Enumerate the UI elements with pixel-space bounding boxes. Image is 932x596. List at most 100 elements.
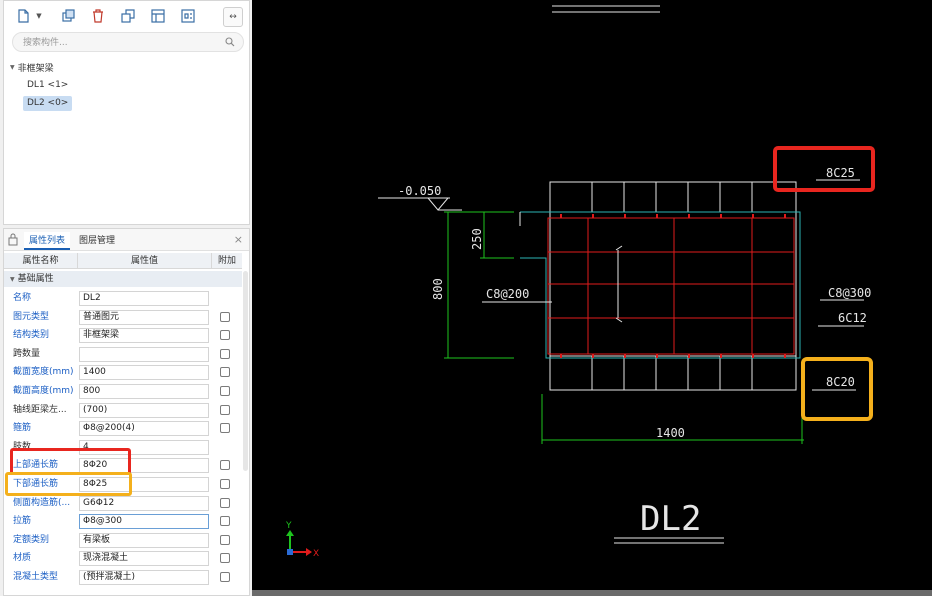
property-value-field[interactable]: 4 (79, 439, 209, 455)
close-icon[interactable]: × (233, 233, 243, 246)
property-value-field[interactable]: (预拌混凝土) (79, 570, 209, 585)
property-row[interactable]: 结构类别 非框架梁 (4, 326, 242, 345)
property-name: 混凝土类型 (13, 572, 59, 582)
side-bar-label: 6C12 (838, 311, 867, 325)
elevation-text: -0.050 (398, 184, 441, 198)
status-strip (252, 590, 932, 596)
property-row[interactable]: 截面宽度(mm) 1400 (4, 363, 242, 382)
property-row[interactable]: 侧面构造筋(... G6Φ12 (4, 494, 242, 513)
property-name: 定额类别 (13, 534, 50, 545)
attach-checkbox[interactable] (220, 572, 230, 582)
property-row[interactable]: 拉筋 Φ8@300 (4, 512, 242, 531)
dimension-250: 250 (470, 228, 484, 250)
tree-item-dl2[interactable]: DL2 <0> (23, 96, 73, 111)
label-leaders (482, 179, 864, 391)
attach-checkbox[interactable] (220, 553, 230, 564)
property-row[interactable]: 截面高度(mm) 800 (4, 382, 242, 401)
pin-icon[interactable] (8, 233, 18, 246)
cad-canvas[interactable]: -0.050 (252, 0, 932, 590)
chevron-down-icon[interactable]: ▼ (36, 12, 42, 20)
property-value-field[interactable]: Φ8@200(4) (79, 421, 209, 437)
group-label: 基础属性 (17, 274, 54, 284)
property-name: 截面高度(mm) (13, 386, 74, 396)
delete-button[interactable] (87, 5, 109, 27)
duplicate-button[interactable] (117, 5, 139, 27)
attach-checkbox[interactable] (220, 479, 230, 489)
table-header: 属性名称 属性值 附加 (4, 253, 242, 269)
property-name: 结构类别 (13, 330, 50, 341)
property-value-field[interactable]: 非框架梁 (79, 328, 209, 344)
group-basic-properties[interactable]: ▼基础属性 (4, 271, 242, 287)
property-name: 侧面构造筋(... (13, 497, 71, 508)
property-value-field[interactable]: 8Φ20 (79, 458, 209, 474)
axis-x-label: X (313, 549, 319, 559)
new-button[interactable] (12, 5, 34, 27)
tab-layer-management[interactable]: 图层管理 (79, 236, 116, 246)
collapse-arrow-icon[interactable]: ▼ (10, 276, 15, 283)
rebar-dots (560, 214, 786, 358)
attach-checkbox[interactable] (220, 330, 230, 341)
search-icon[interactable] (225, 37, 235, 47)
collapse-button[interactable]: ↔ (223, 7, 243, 27)
copy-icon (62, 9, 75, 22)
dimension-800: 800 (431, 278, 445, 300)
vertical-scrollbar[interactable] (243, 271, 248, 471)
property-value-field[interactable]: G6Φ12 (79, 495, 209, 511)
layer-button[interactable] (147, 5, 169, 27)
attach-checkbox[interactable] (220, 423, 230, 434)
property-value-field[interactable]: 有梁板 (79, 532, 209, 548)
attach-checkbox[interactable] (220, 497, 230, 508)
tab-bar: 属性列表 图层管理 × (4, 229, 249, 251)
attach-checkbox[interactable] (220, 516, 230, 527)
property-value-field[interactable] (79, 346, 209, 362)
attach-checkbox[interactable] (220, 367, 230, 378)
property-row[interactable]: 箍筋 Φ8@200(4) (4, 419, 242, 438)
property-value-field[interactable]: 1400 (79, 365, 209, 381)
property-value-field[interactable]: DL2 (79, 291, 209, 306)
attach-checkbox[interactable] (220, 460, 230, 471)
tie-label: C8@300 (828, 286, 871, 300)
property-value-field[interactable]: Φ8@300 (79, 514, 209, 530)
property-icon (181, 9, 195, 23)
property-row[interactable]: 定额类别 有梁板 (4, 531, 242, 550)
cad-drawing: -0.050 (285, 5, 875, 559)
property-name: 拉筋 (13, 516, 32, 527)
attach-checkbox[interactable] (220, 404, 230, 415)
property-row[interactable]: 图元类型 普通图元 (4, 308, 242, 327)
property-value-field[interactable]: (700) (79, 402, 209, 418)
property-button[interactable] (177, 5, 199, 27)
col-value-header: 属性值 (78, 253, 212, 269)
property-row[interactable]: 材质现浇混凝土 (4, 549, 242, 568)
bottom-bar-label: 8C20 (826, 375, 855, 389)
property-row[interactable]: 轴线距梁左...(700) (4, 401, 242, 420)
property-value-field[interactable]: 8Φ25 (79, 477, 209, 492)
tree-group[interactable]: ▼ 非框架梁 (10, 61, 54, 74)
property-row[interactable]: 上部通长筋 8Φ20 (4, 456, 242, 475)
property-name: 箍筋 (13, 423, 32, 434)
attach-checkbox[interactable] (220, 534, 230, 545)
expand-arrow-icon[interactable]: ▼ (10, 64, 15, 71)
property-value-field[interactable]: 现浇混凝土 (79, 551, 209, 567)
highlight-bottom-bar (801, 357, 873, 421)
copy-button[interactable] (57, 5, 79, 27)
stirrups (547, 217, 795, 355)
property-name: 截面宽度(mm) (13, 367, 74, 378)
property-name: 图元类型 (13, 311, 50, 322)
delete-icon (93, 9, 103, 23)
property-row[interactable]: 跨数量 (4, 345, 242, 364)
property-value-field[interactable]: 800 (79, 384, 209, 399)
attach-checkbox[interactable] (220, 386, 230, 396)
layer-icon (151, 9, 165, 23)
search-input[interactable] (23, 35, 223, 50)
property-name: 上部通长筋 (13, 460, 59, 471)
tree-item-dl1[interactable]: DL1 <1> (27, 80, 69, 90)
property-row[interactable]: 混凝土类型 (预拌混凝土) (4, 568, 242, 587)
property-value-field[interactable]: 普通图元 (79, 309, 209, 325)
attach-checkbox[interactable] (220, 311, 230, 322)
attach-checkbox[interactable] (220, 348, 230, 359)
col-name-header: 属性名称 (4, 253, 78, 269)
tab-property-list[interactable]: 属性列表 (24, 232, 71, 250)
